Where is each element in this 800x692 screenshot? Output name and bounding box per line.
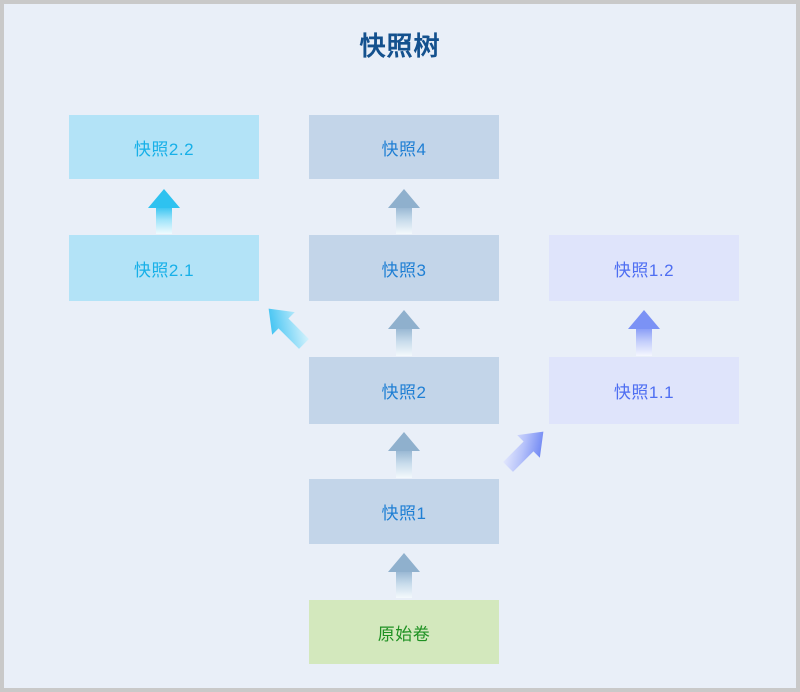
node-snapshot-3[interactable]: 快照3 (309, 235, 499, 301)
node-snapshot-2[interactable]: 快照2 (309, 357, 499, 424)
arrow-snapshot-1-to-snapshot-1-1 (497, 422, 553, 478)
arrow-snapshot-2-1-to-2-2 (148, 189, 180, 234)
arrow-snapshot-3-to-4 (388, 189, 420, 234)
arrow-tail (396, 451, 412, 478)
node-label: 快照3 (381, 260, 427, 280)
arrow-head-icon (148, 189, 180, 208)
arrow-snapshot-2-to-3 (388, 310, 420, 356)
node-label: 快照1.1 (613, 383, 675, 402)
node-snapshot-1-2[interactable]: 快照1.2 (549, 235, 739, 301)
node-label: 快照1 (381, 504, 427, 523)
arrow-original-volume-to-snapshot-1 (388, 553, 420, 598)
node-snapshot-4[interactable]: 快照4 (309, 115, 499, 179)
arrow-tail (396, 329, 412, 356)
node-label: 快照2.2 (133, 139, 195, 159)
arrow-tail (396, 208, 412, 234)
arrow-head-icon (388, 432, 420, 451)
arrow-head-icon (388, 553, 420, 572)
arrow-head-icon (628, 310, 660, 329)
node-label: 快照2.1 (133, 260, 195, 280)
node-original-volume[interactable]: 原始卷 (309, 600, 499, 664)
node-label: 快照2 (381, 383, 427, 402)
arrow-tail (156, 208, 172, 234)
arrow-tail (396, 572, 412, 598)
node-snapshot-1[interactable]: 快照1 (309, 479, 499, 544)
node-snapshot-2-1[interactable]: 快照2.1 (69, 235, 259, 301)
node-snapshot-2-2[interactable]: 快照2.2 (69, 115, 259, 179)
node-label: 快照4 (381, 139, 427, 159)
arrow-head-icon (388, 189, 420, 208)
arrow-snapshot-1-1-to-1-2 (628, 310, 660, 356)
node-label: 原始卷 (377, 624, 431, 644)
arrow-head-icon (388, 310, 420, 329)
arrow-snapshot-2-to-snapshot-2-1 (259, 299, 315, 355)
node-snapshot-1-1[interactable]: 快照1.1 (549, 357, 739, 424)
arrow-snapshot-1-to-2 (388, 432, 420, 478)
page-title: 快照树 (359, 31, 441, 61)
arrow-tail (636, 329, 652, 356)
node-label: 快照1.2 (613, 260, 675, 280)
